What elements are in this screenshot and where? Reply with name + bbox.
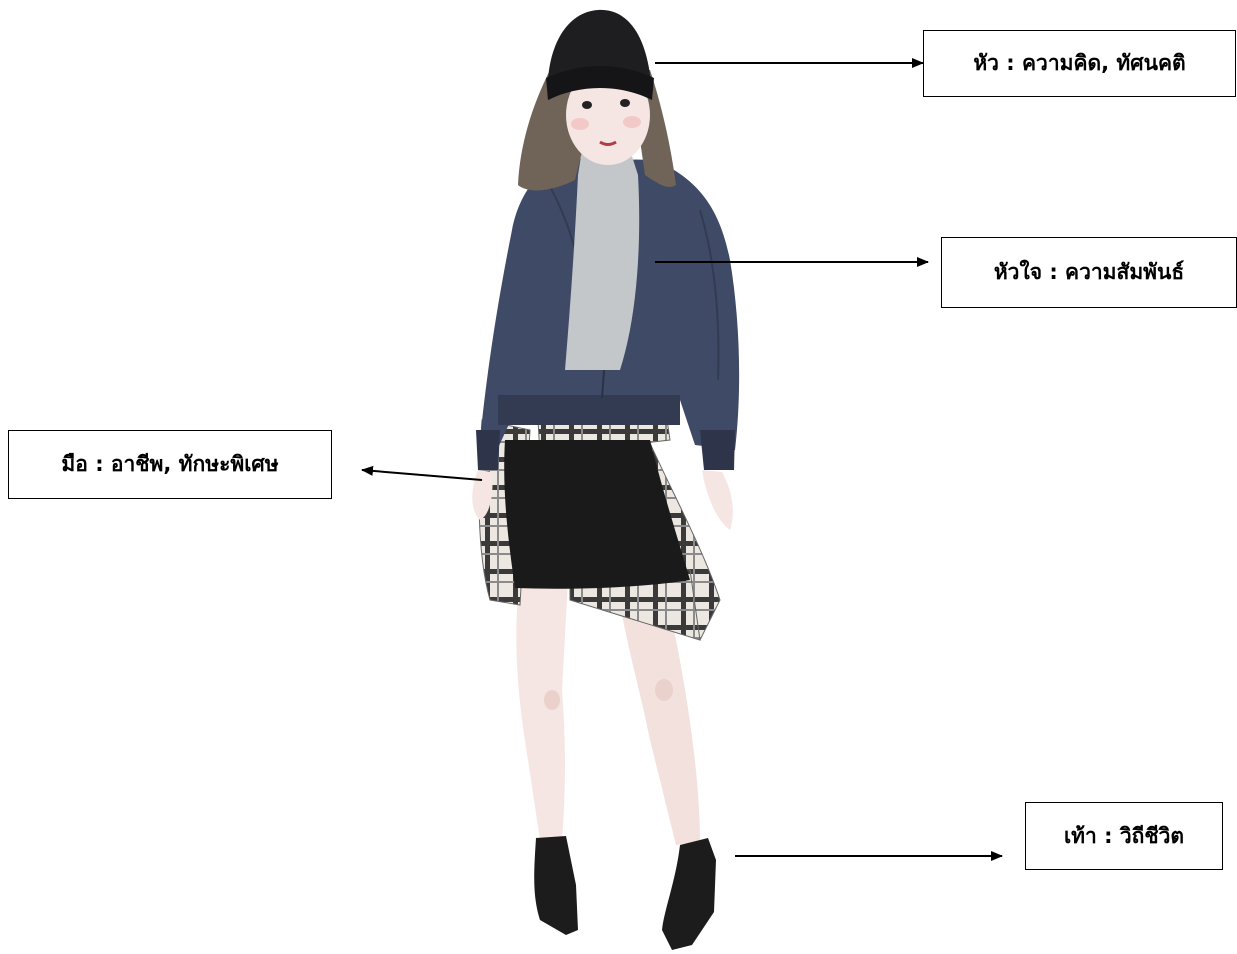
beanie [546,9,654,100]
feet-label: เท้า : วิถีชีวิต [1063,823,1185,848]
hands-label-box: มือ : อาชีพ, ทักษะพิเศษ [8,430,332,499]
heart-label: หัวใจ : ความสัมพันธ์ [993,260,1185,284]
head-label: หัว : ความคิด, ทัศนคติ [973,51,1186,75]
turtleneck [565,150,640,370]
heart-label-box: หัวใจ : ความสัมพันธ์ [941,237,1237,308]
feet-label-box: เท้า : วิถีชีวิต [1025,802,1223,870]
head-label-box: หัว : ความคิด, ทัศนคติ [923,30,1236,97]
hands [472,470,733,530]
hands-arrow [361,465,483,481]
skirt [504,440,690,589]
boots [534,836,716,950]
hands-label: มือ : อาชีพ, ทักษะพิเศษ [61,452,279,476]
legs [516,575,700,845]
